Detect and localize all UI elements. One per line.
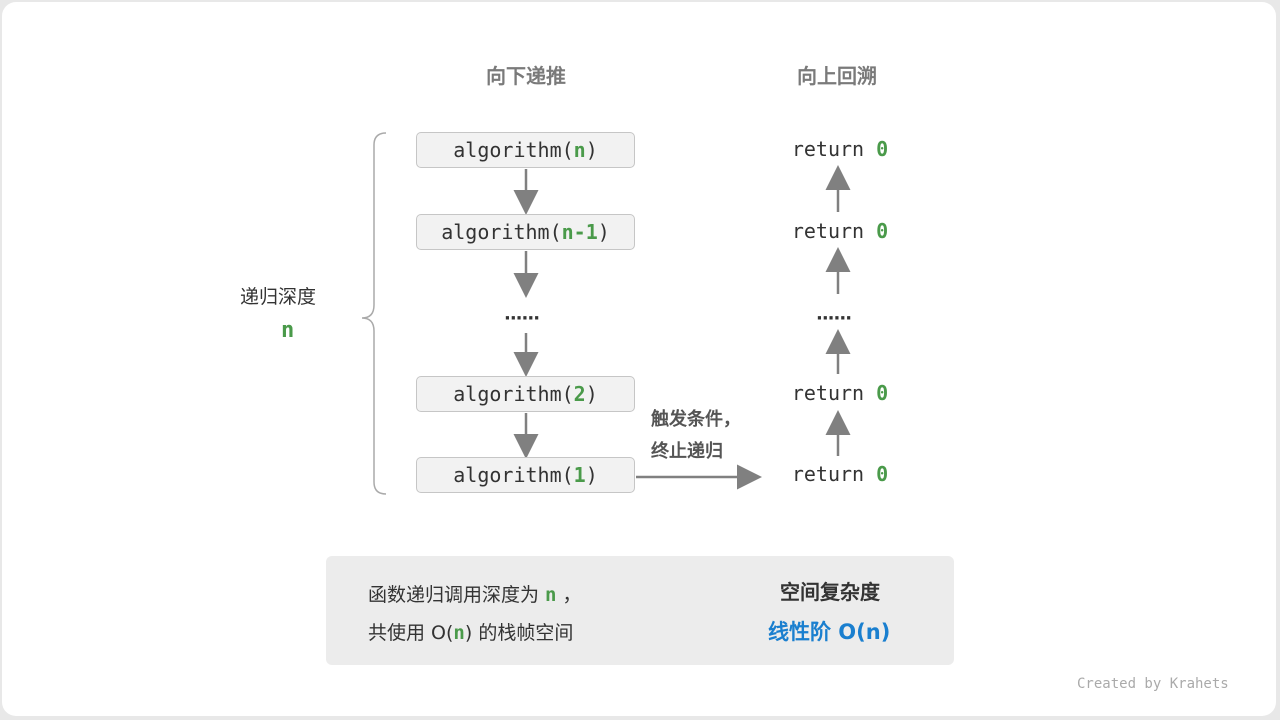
call-box: algorithm(n-1) [416, 214, 635, 250]
summary-line-2: 共使用 O(n) 的栈帧空间 [368, 622, 574, 644]
summary-title: 空间复杂度 [780, 580, 880, 604]
return-value: return 0 [791, 219, 889, 243]
ellipsis-left: ······ [504, 308, 540, 329]
heading-backtrack: 向上回溯 [797, 64, 877, 88]
summary-line-1: 函数递归调用深度为 n ， [368, 584, 582, 606]
credit: Created by Krahets [1077, 676, 1229, 692]
brace [361, 132, 387, 495]
heading-recurse: 向下递推 [486, 64, 566, 88]
call-box: algorithm(2) [416, 376, 635, 412]
ellipsis-right: ······ [816, 308, 852, 329]
return-value: return 0 [791, 381, 889, 405]
call-box: algorithm(1) [416, 457, 635, 493]
depth-value: n [281, 318, 295, 343]
summary-result: 线性阶 O(n) [768, 620, 891, 644]
return-value: return 0 [791, 462, 889, 486]
trigger-label: 触发条件， 终止递归 [651, 409, 741, 462]
return-value: return 0 [791, 137, 889, 161]
summary-panel: 函数递归调用深度为 n ， 共使用 O(n) 的栈帧空间 空间复杂度 线性阶 O… [326, 556, 954, 665]
depth-label: 递归深度 [240, 286, 317, 308]
call-box: algorithm(n) [416, 132, 635, 168]
